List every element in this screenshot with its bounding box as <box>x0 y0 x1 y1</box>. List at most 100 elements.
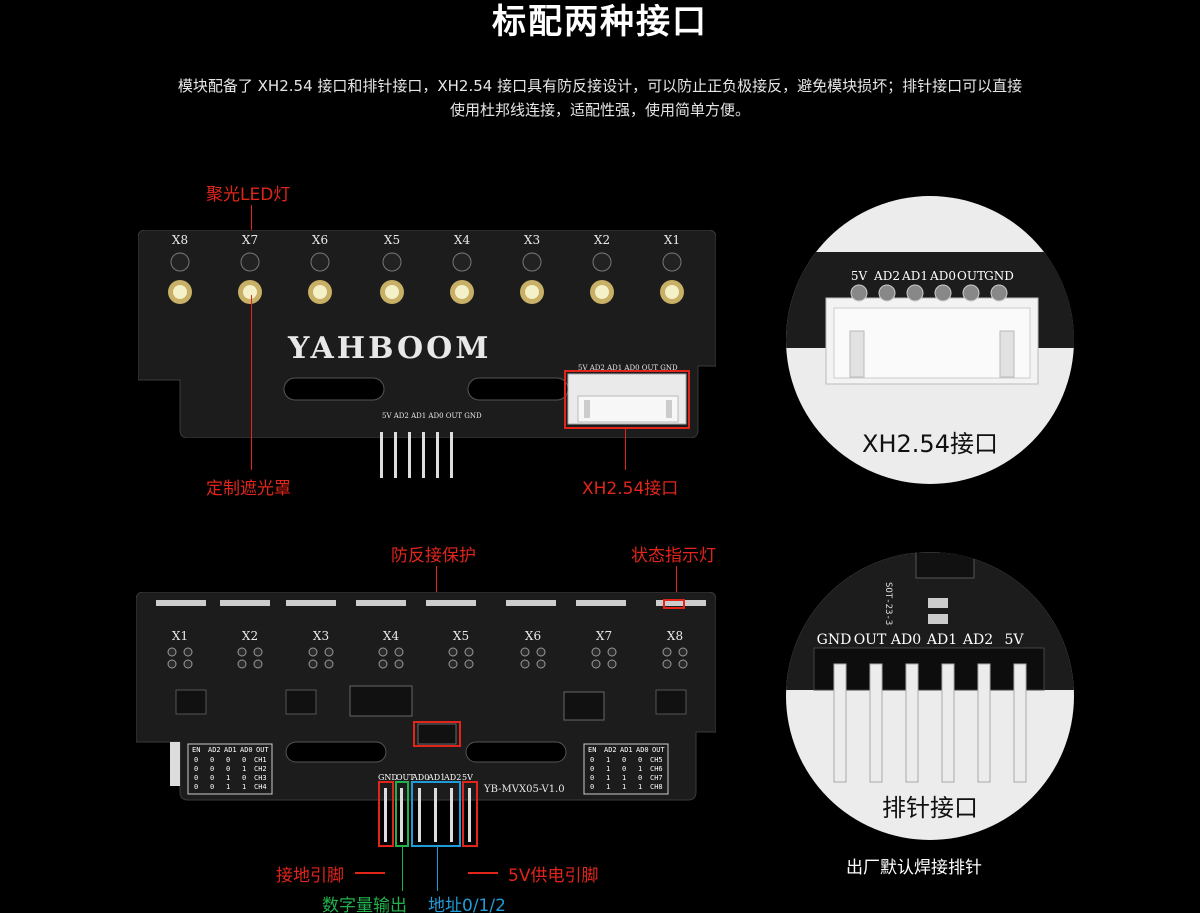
svg-text:0: 0 <box>210 765 214 773</box>
version-label: YB-MVX05-V1.0 <box>483 784 565 795</box>
channel-label: X3 <box>524 233 540 247</box>
svg-text:1: 1 <box>242 765 246 773</box>
callout-5v-line <box>468 872 498 874</box>
callout-shade: 定制遮光罩 <box>206 479 291 499</box>
5v-pin-box <box>462 781 478 847</box>
callout-5v: 5V供电引脚 <box>508 866 599 886</box>
svg-text:0: 0 <box>622 765 626 773</box>
description: 模块配备了 XH2.54 接口和排针接口，XH2.54 接口具有防反接设计，可以… <box>90 74 1110 122</box>
channel-label: X3 <box>313 629 329 643</box>
svg-text:AD2: AD2 <box>208 746 221 754</box>
header-caption: 排针接口 <box>882 794 978 822</box>
svg-text:0: 0 <box>242 774 246 782</box>
channel-label: X8 <box>172 233 188 247</box>
svg-text:AD1: AD1 <box>620 746 633 754</box>
channel-label: X7 <box>242 233 258 247</box>
svg-text:CH8: CH8 <box>650 783 663 791</box>
callout-digital-line <box>402 846 403 891</box>
svg-text:OUT: OUT <box>396 773 415 782</box>
svg-text:0: 0 <box>242 756 246 764</box>
svg-text:1: 1 <box>622 774 626 782</box>
svg-text:0: 0 <box>590 783 594 791</box>
svg-text:1: 1 <box>606 765 610 773</box>
svg-text:0: 0 <box>210 756 214 764</box>
circle-pin-label: GND <box>984 269 1014 283</box>
svg-text:0: 0 <box>590 756 594 764</box>
svg-text:0: 0 <box>226 765 230 773</box>
callout-addr: 地址0/1/2 <box>428 896 506 913</box>
svg-text:AD1: AD1 <box>427 773 445 782</box>
svg-text:0: 0 <box>194 765 198 773</box>
callout-status-line <box>676 566 677 600</box>
svg-text:CH3: CH3 <box>254 774 267 782</box>
svg-text:0: 0 <box>194 783 198 791</box>
svg-text:CH4: CH4 <box>254 783 267 791</box>
svg-text:0: 0 <box>210 783 214 791</box>
svg-text:AD2: AD2 <box>604 746 617 754</box>
circle-pin-label: 5V <box>1004 632 1024 648</box>
svg-text:EN: EN <box>192 746 200 754</box>
top-board: YAHBOOM 5V AD2 AD1 AD0 OUT GND 5V AD2 AD… <box>138 230 716 438</box>
channel-label: X6 <box>525 629 541 643</box>
svg-text:1: 1 <box>622 783 626 791</box>
xh-zoom-circle: 5V AD2 AD1 AD0 OUT GND XH2.54接口 <box>786 196 1074 484</box>
circle-pin-label: AD1 <box>901 269 928 283</box>
callout-reverse: 防反接保护 <box>391 546 476 566</box>
svg-text:CH7: CH7 <box>650 774 663 782</box>
page-title: 标配两种接口 <box>492 2 708 42</box>
xh-label-silk: 5V AD2 AD1 AD0 OUT GND <box>578 364 678 372</box>
callout-shade-line <box>251 295 252 470</box>
top-header-pins <box>380 432 453 478</box>
svg-text:AD0: AD0 <box>411 773 429 782</box>
svg-text:1: 1 <box>242 783 246 791</box>
svg-text:0: 0 <box>622 756 626 764</box>
svg-text:1: 1 <box>638 783 642 791</box>
svg-text:GND: GND <box>378 773 398 782</box>
svg-text:OUT: OUT <box>256 746 269 754</box>
circle-pin-label: GND <box>817 632 852 648</box>
callout-gnd-line <box>355 872 385 874</box>
svg-text:0: 0 <box>194 774 198 782</box>
channel-label: X6 <box>312 233 328 247</box>
channel-label: X5 <box>453 629 469 643</box>
channel-label: X8 <box>667 629 683 643</box>
svg-text:0: 0 <box>638 756 642 764</box>
channel-label: X1 <box>664 233 680 247</box>
header-silk-labels: GND OUT AD0 AD1 AD2 5V <box>378 773 473 782</box>
channel-label: X4 <box>454 233 471 247</box>
callout-digital: 数字量输出 <box>322 896 407 913</box>
led-row: X8 X7 X6 X5 X4 X3 X2 <box>168 233 684 304</box>
gnd-pin-box <box>378 781 394 847</box>
svg-text:0: 0 <box>590 774 594 782</box>
circle-pin-label: AD2 <box>873 269 900 283</box>
default-solder-note: 出厂默认焊接排针 <box>846 858 982 878</box>
circle-pin-label: OUT <box>854 632 887 648</box>
svg-text:1: 1 <box>606 774 610 782</box>
pin-label-silk: 5V AD2 AD1 AD0 OUT GND <box>382 412 482 420</box>
callout-status: 状态指示灯 <box>631 546 716 566</box>
status-led-box <box>663 599 685 609</box>
svg-text:CH2: CH2 <box>254 765 267 773</box>
description-line-1: 模块配备了 XH2.54 接口和排针接口，XH2.54 接口具有防反接设计，可以… <box>177 77 1023 95</box>
circle-pin-label: AD2 <box>962 632 993 648</box>
svg-text:CH1: CH1 <box>254 756 267 764</box>
svg-text:1: 1 <box>606 756 610 764</box>
channel-label: X2 <box>594 233 610 247</box>
svg-text:OUT: OUT <box>652 746 665 754</box>
callout-xh: XH2.54接口 <box>582 479 679 499</box>
svg-text:1: 1 <box>606 783 610 791</box>
circle-pin-label: 5V <box>851 269 868 283</box>
svg-text:AD1: AD1 <box>224 746 237 754</box>
circle-pin-label: OUT <box>957 269 985 283</box>
svg-text:0: 0 <box>210 774 214 782</box>
addr-pin-box <box>411 781 461 847</box>
svg-text:0: 0 <box>638 774 642 782</box>
bottom-board: X1 X2 X3 X4 X5 X6 X7 X8 EN AD2 AD1 AD0 O… <box>136 592 716 801</box>
svg-text:1: 1 <box>226 774 230 782</box>
svg-text:CH6: CH6 <box>650 765 663 773</box>
svg-text:0: 0 <box>226 756 230 764</box>
bottom-header-pins <box>378 781 478 847</box>
channel-label: X1 <box>172 629 188 643</box>
